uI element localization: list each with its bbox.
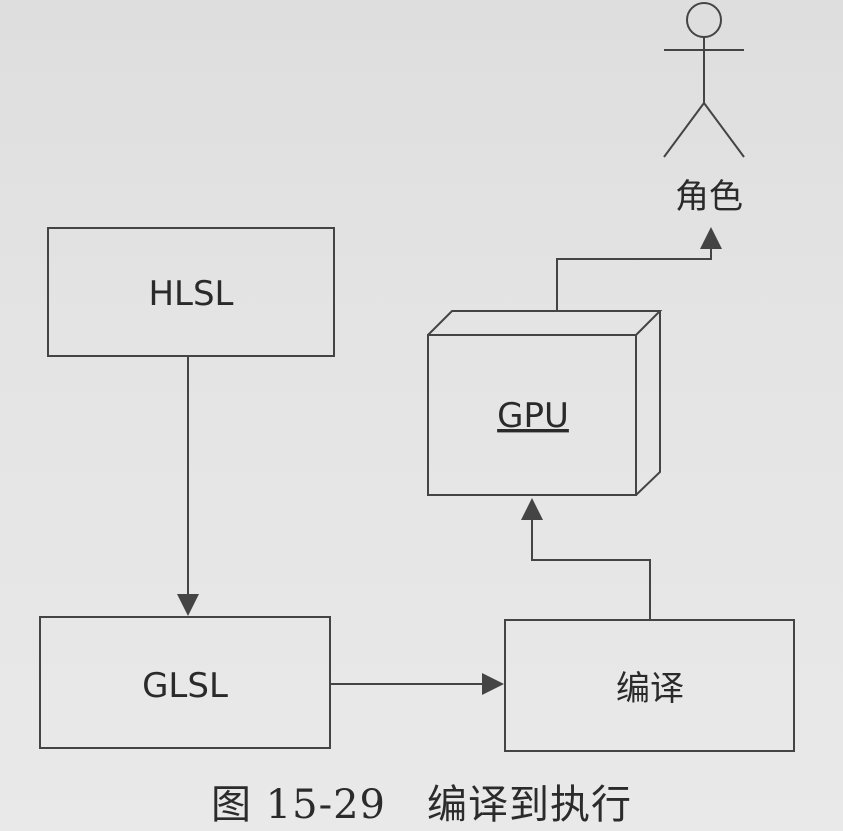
actor-figure (663, 2, 745, 158)
compile-box (504, 619, 795, 752)
compile-label: 编译 (616, 669, 684, 709)
hlsl-label: HLSL (148, 274, 233, 314)
actor-label: 角色 (675, 177, 743, 217)
edge-gpu-to-actor (556, 227, 722, 310)
glsl-box (39, 616, 331, 749)
edge-glsl-to-compile (331, 673, 504, 695)
glsl-label: GLSL (142, 666, 228, 706)
figure-caption: 图 15-29 编译到执行 (210, 782, 633, 828)
edge-hlsl-to-glsl (177, 357, 199, 616)
gpu-label: GPU (497, 396, 569, 436)
gpu-box (427, 310, 663, 496)
hlsl-box (47, 227, 335, 357)
edge-compile-to-gpu (521, 498, 651, 619)
